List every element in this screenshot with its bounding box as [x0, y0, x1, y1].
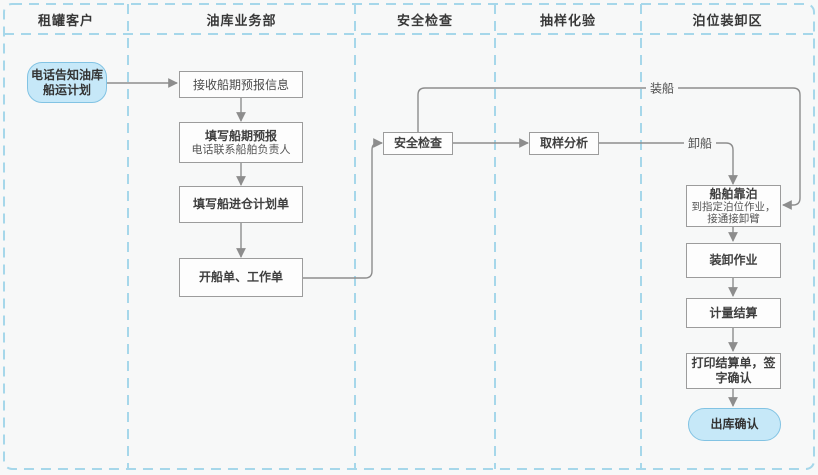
edge-safety-load-to-berthing	[417, 87, 801, 210]
node-end-confirm: 出库确认	[688, 408, 781, 441]
node-issue-orders-title: 开船单、工作单	[198, 270, 283, 284]
node-berthing-sub1: 到指定泊位作业，	[691, 201, 776, 213]
node-berthing-title: 船舶靠泊	[709, 187, 758, 201]
node-safety-check: 安全检查	[383, 132, 453, 155]
lane-header-customer: 租罐客户	[37, 12, 94, 28]
edge-orders-to-safety	[303, 138, 383, 279]
node-berthing-sub2: 接通接卸臂	[707, 213, 760, 225]
lane-header-sampling: 抽样化验	[539, 12, 596, 28]
node-receive-forecast: 接收船期预报信息	[179, 71, 303, 98]
edge-label-load-ship: 装船	[645, 79, 679, 97]
edge-sampling-unload-to-berthing	[599, 142, 738, 185]
node-start-phone-notify: 电话告知油库 船运计划	[27, 62, 107, 103]
node-fill-forecast-sub: 电话联系船舶负责人	[191, 143, 291, 156]
lane-header-berth: 泊位装卸区	[692, 12, 763, 28]
edge-label-unload-ship: 卸船	[683, 134, 717, 152]
node-berthing: 船舶靠泊 到指定泊位作业， 接通接卸臂	[686, 185, 781, 227]
node-receive-forecast-label: 接收船期预报信息	[192, 77, 289, 92]
lane-frame	[3, 3, 815, 470]
node-fill-plan: 填写船进仓计划单	[179, 186, 303, 223]
node-end-confirm-title: 出库确认	[710, 417, 759, 431]
lane-header-safety: 安全检查	[396, 12, 453, 28]
node-fill-plan-title: 填写船进仓计划单	[192, 197, 289, 211]
node-fill-forecast: 填写船期预报 电话联系船舶负责人	[179, 122, 303, 163]
node-sampling: 取样分析	[529, 132, 599, 155]
node-measurement-title: 计量结算	[709, 305, 758, 320]
node-start-line1: 电话告知油库	[30, 67, 103, 82]
node-fill-forecast-title: 填写船期预报	[204, 128, 277, 143]
node-loading-unloading-title: 装卸作业	[709, 253, 758, 267]
node-print-sign: 打印结算单，签字确认	[686, 353, 781, 389]
node-sampling-title: 取样分析	[539, 136, 588, 150]
node-loading-unloading: 装卸作业	[686, 243, 781, 278]
lane-header-depot: 油库业务部	[206, 12, 277, 28]
node-start-line2: 船运计划	[42, 82, 91, 97]
node-measurement: 计量结算	[686, 298, 781, 328]
node-issue-orders: 开船单、工作单	[179, 258, 303, 297]
node-safety-check-title: 安全检查	[393, 136, 442, 150]
node-print-sign-title: 打印结算单，签字确认	[691, 356, 776, 385]
connectors	[107, 78, 801, 407]
